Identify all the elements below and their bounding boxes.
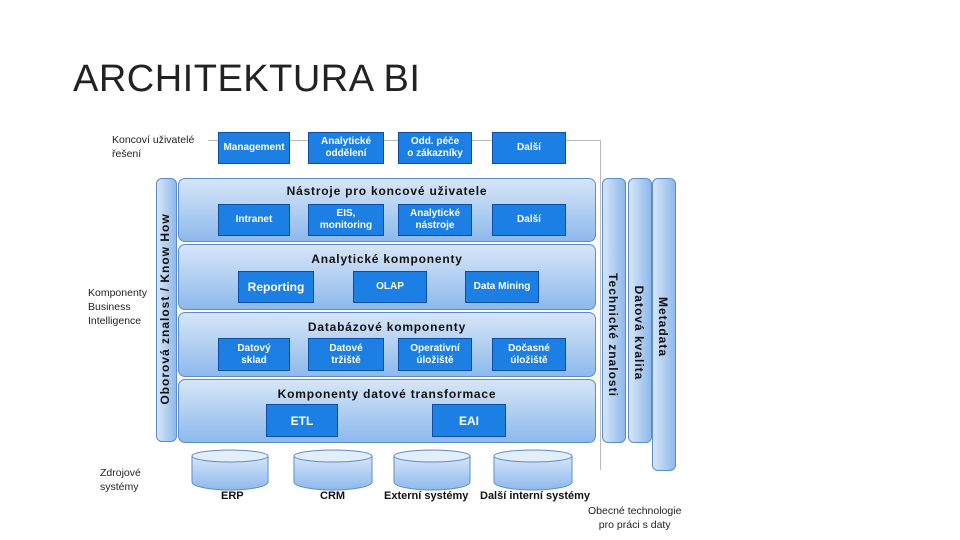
source-label-crm: CRM <box>320 490 346 502</box>
tool-box-eis: EIS, monitoring <box>308 204 384 236</box>
general-tech-label: Obecné technologie pro práci s daty <box>588 505 682 531</box>
db-box-data-mart: Datové tržiště <box>308 338 384 371</box>
analytic-box-olap: OLAP <box>353 271 427 303</box>
db-box-temp-store: Dočasné úložiště <box>492 338 566 371</box>
tool-box-analytic-tools: Analytické nástroje <box>398 204 472 236</box>
db-box-operational-store: Operativní úložiště <box>398 338 472 371</box>
transform-box-eai: EAI <box>432 404 506 437</box>
end-users-label: Koncoví uživatelé řešení <box>112 134 195 160</box>
metadata-label: Metadata <box>656 296 670 357</box>
cylinder-erp <box>191 449 269 491</box>
transform-box-etl: ETL <box>266 404 338 437</box>
source-label-external: Externí systémy <box>384 490 469 502</box>
domain-knowledge-label: Oborová znalost / Know How <box>158 213 172 405</box>
band-title-transform: Komponenty datové transformace <box>277 387 497 401</box>
db-box-data-warehouse: Datový sklad <box>218 338 290 371</box>
technical-knowledge-bar <box>602 178 626 443</box>
band-title-tools: Nástroje pro koncové uživatele <box>286 184 488 198</box>
domain-knowledge-bar <box>156 178 177 442</box>
bi-components-label: Komponenty Business Intelligence <box>88 287 147 327</box>
user-box-management: Management <box>218 132 290 164</box>
cylinder-external <box>393 449 471 491</box>
band-title-analytic: Analytické komponenty <box>311 252 463 266</box>
source-label-internal: Další interní systémy <box>480 490 591 502</box>
cylinder-internal <box>493 449 573 491</box>
slide-title: ARCHITEKTURA BI <box>73 58 421 100</box>
user-box-other: Další <box>492 132 566 164</box>
analytic-box-data-mining: Data Mining <box>465 271 539 303</box>
metadata-bar <box>652 178 676 471</box>
cylinder-crm <box>293 449 373 491</box>
sources-label: Zdrojové systémy <box>100 467 141 493</box>
technical-knowledge-label: Technické znalosti <box>606 273 620 397</box>
band-title-database: Databázové komponenty <box>307 320 467 334</box>
data-quality-label: Datová kvalita <box>632 285 646 381</box>
tool-box-other: Další <box>492 204 566 236</box>
user-box-analytics-dept: Analytické oddělení <box>308 132 384 164</box>
source-label-erp: ERP <box>221 490 244 502</box>
band-data-transformation: Komponenty datové transformace <box>178 379 596 443</box>
tool-box-intranet: Intranet <box>218 204 290 236</box>
data-quality-bar <box>628 178 652 443</box>
frame-line-right <box>600 140 601 470</box>
user-box-customer-care: Odd. péče o zákazníky <box>398 132 472 164</box>
analytic-box-reporting: Reporting <box>238 271 314 303</box>
source-cylinders <box>191 449 573 491</box>
